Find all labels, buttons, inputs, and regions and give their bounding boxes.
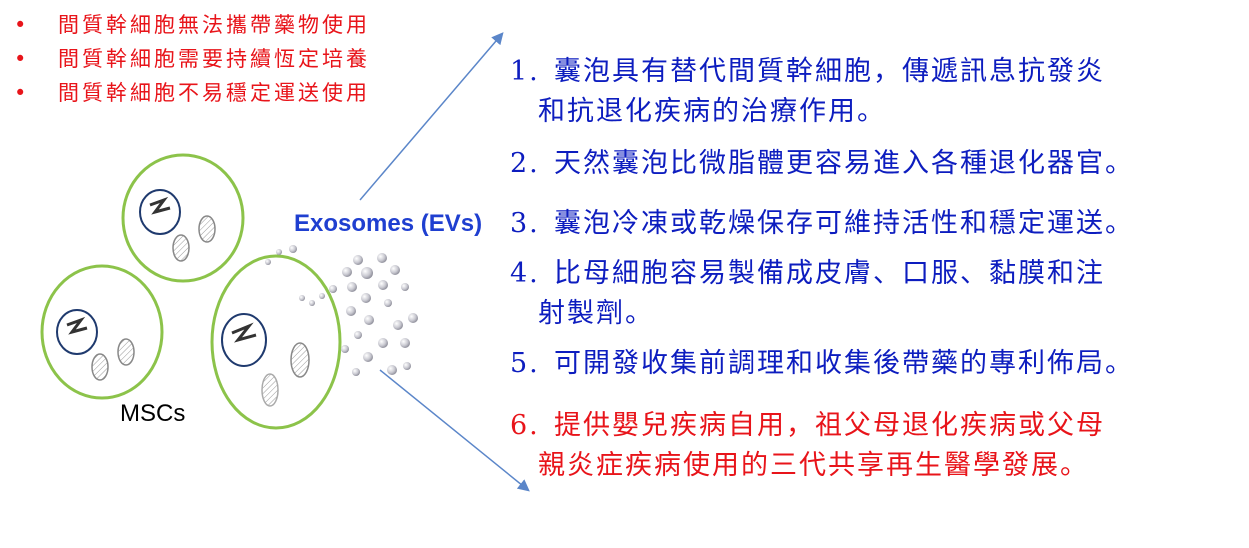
exosome-icon [347,282,357,292]
exosome-icon [276,249,282,255]
constraint-item: •間質幹細胞不易穩定運送使用 [14,76,370,110]
mitochondria-icon [198,215,216,243]
constraint-list: •間質幹細胞無法攜帶藥物使用 •間質幹細胞需要持續恆定培養 •間質幹細胞不易穩定… [14,8,370,110]
exosome-icon [353,255,363,265]
exosome-icon [384,299,392,307]
constraint-item: •間質幹細胞需要持續恆定培養 [14,42,370,76]
exosome-icon [346,306,356,316]
mscs-label: MSCs [120,400,186,427]
exosome-icon [361,267,373,279]
exosome-icon [403,362,411,370]
mitochondria-icon [117,338,135,366]
exosome-icon [309,300,315,306]
exosome-icon [265,259,271,265]
mitochondria-icon [91,353,109,381]
nucleus-icon [221,313,267,367]
mitochondria-icon [261,373,279,407]
exosomes-label: Exosomes (EVs) [294,210,483,237]
exosome-icon [352,368,360,376]
exosome-icon [341,345,349,353]
exosome-icon [400,338,410,348]
arrow-down-icon [379,369,530,492]
dna-icon [149,196,171,215]
exosome-icon [363,352,373,362]
exosome-icon [378,280,388,290]
benefit-item-2: 2.天然囊泡比微脂體更容易進入各種退化器官。 [510,148,1134,179]
exosome-icon [299,295,305,301]
dna-icon [231,322,257,343]
benefit-item-4: 4.比母細胞容易製備成皮膚、口服、黏膜和注 射製劑。 [510,258,1105,329]
msc-cell [40,264,164,400]
benefit-item-1: 1.囊泡具有替代間質幹細胞，傳遞訊息抗發炎 和抗退化疾病的治療作用。 [510,56,1105,127]
exosome-icon [393,320,403,330]
exosome-icon [289,245,297,253]
exosome-icon [319,293,325,299]
msc-cell [121,153,245,283]
constraint-item: •間質幹細胞無法攜帶藥物使用 [14,8,370,42]
bullet-icon: • [14,47,30,71]
exosome-icon [408,313,418,323]
msc-cell-secreting [210,254,342,430]
exosome-icon [390,265,400,275]
exosome-icon [329,285,337,293]
exosome-cluster [265,245,418,376]
benefit-item-3: 3.囊泡冷凍或乾燥保存可維持活性和穩定運送。 [510,208,1134,239]
arrow-up-icon [359,32,504,201]
exosome-icon [378,338,388,348]
exosome-icon [387,365,397,375]
exosome-icon [364,315,374,325]
exosome-icon [342,267,352,277]
dna-icon [66,316,88,335]
bullet-icon: • [14,13,30,37]
exosome-icon [377,253,387,263]
mitochondria-icon [290,342,310,378]
benefit-item-6: 6.提供嬰兒疾病自用，祖父母退化疾病或父母 親炎症疾病使用的三代共享再生醫學發展… [510,410,1105,481]
exosome-icon [354,331,362,339]
exosome-icon [361,293,371,303]
benefit-item-5: 5.可開發收集前調理和收集後帶藥的專利佈局。 [510,348,1134,379]
bullet-icon: • [14,81,30,105]
mitochondria-icon [172,234,190,262]
exosome-icon [401,283,409,291]
